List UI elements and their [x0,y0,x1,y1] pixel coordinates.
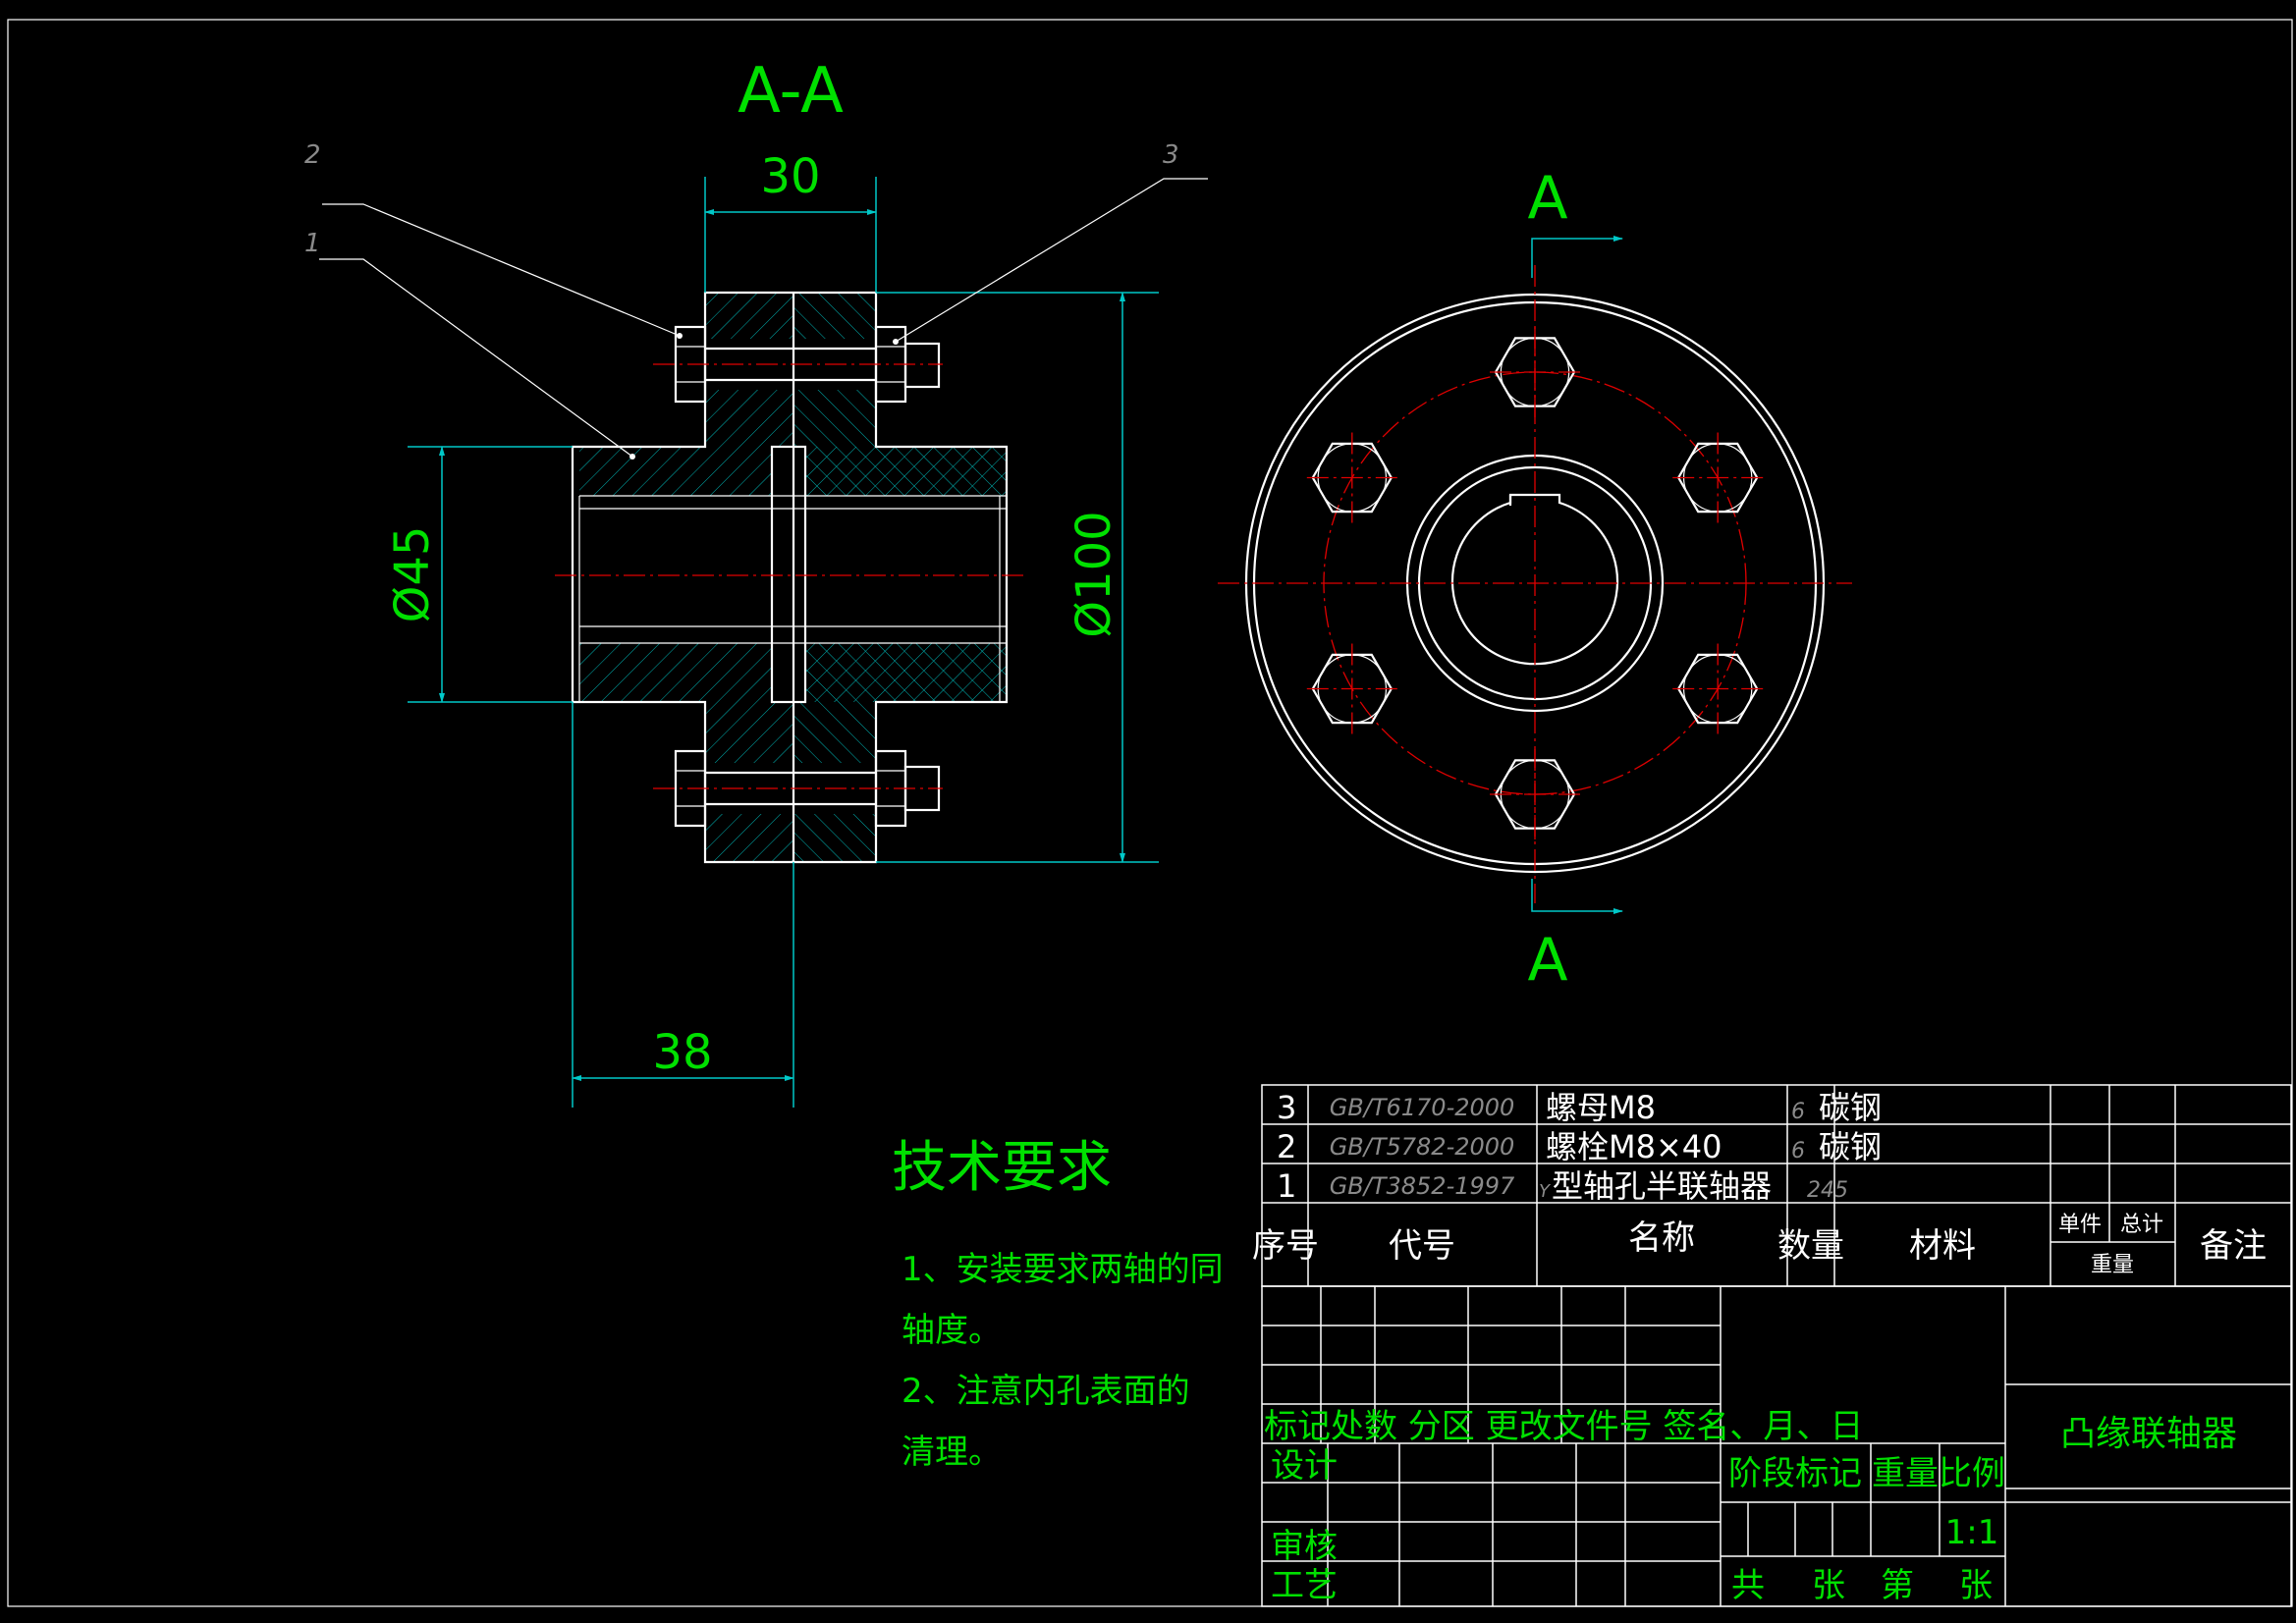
bolt-top [653,325,943,404]
bom-row3-material: 碳钢 [1819,1089,1882,1126]
bom-header-code: 代号 [1389,1226,1455,1266]
title-block: 标记处数 分区 更改文件号 签名、月、日 设计 审核 工艺 阶段标记 重量 比例… [1261,1285,2292,1607]
bom-row1-no: 1 [1277,1167,1296,1205]
bom-row1-material: 45 [1821,1178,1848,1203]
bom-row3-no: 3 [1277,1089,1296,1126]
dim-outer: Ø100 [876,292,1159,863]
section-view: 30 38 Ø45 Ø100 1 2 3 A-A [304,55,1208,1108]
balloon-3: 3 [1163,140,1179,170]
cut-label-top: A [1527,164,1567,233]
tech-item-2b: 清理。 [902,1433,1002,1472]
bom-table: 3 GB/T6170-2000 螺母M8 6 碳钢 2 GB/T5782-200… [1252,1084,2292,1287]
bolt-head-hex [1490,327,1580,417]
part-name: 凸缘联轴器 [2060,1414,2237,1454]
sheet-index-suffix: 张 [1959,1566,1993,1605]
bom-row2-material: 碳钢 [1819,1128,1882,1165]
bom-row3-name: 螺母M8 [1546,1089,1656,1126]
tech-item-2: 2、注意内孔表面的 [902,1372,1190,1411]
bom-row3-code: GB/T6170-2000 [1330,1094,1515,1121]
tech-item-1b: 轴度。 [902,1311,1002,1350]
bom-header-total: 总计 [2120,1213,2163,1237]
bolt-bottom [653,749,943,828]
bolt-head-hex [1672,432,1764,523]
bom-row1-code: GB/T3852-1997 [1330,1172,1515,1200]
bom-row2-code: GB/T5782-2000 [1330,1133,1515,1161]
bom-row3-qty: 6 [1791,1100,1805,1124]
dim-width-bottom-label: 38 [652,1025,712,1080]
right-hub-section [793,293,1007,496]
dim-width-top-label: 30 [760,149,820,204]
label-scale: 比例 [1939,1454,2005,1493]
dim-bore: Ø45 [385,446,573,703]
bom-header-unit: 单件 [2058,1213,2102,1237]
drawing-border [7,19,2293,1607]
label-design: 设计 [1271,1446,1338,1486]
section-title: A-A [738,55,844,128]
bom-header-material: 材料 [1909,1226,1976,1266]
sheet-total-prefix: 共 [1731,1566,1765,1605]
bolt-holes [1306,327,1764,839]
label-stage-mark: 阶段标记 [1728,1454,1862,1493]
bom-row1-name-prefix: Y [1539,1181,1552,1202]
tech-item-1: 1、安装要求两轴的同 [902,1250,1224,1289]
dim-bore-label: Ø45 [385,526,440,623]
label-check: 审核 [1271,1527,1338,1566]
scale-value: 1:1 [1945,1513,1999,1552]
cut-label-bottom: A [1527,926,1567,995]
label-weight: 重量 [1872,1454,1939,1493]
front-view: A A [1218,164,1852,995]
balloon-1: 1 [304,229,321,258]
bom-row2-no: 2 [1277,1128,1296,1165]
bom-row2-qty: 6 [1791,1139,1805,1163]
bom-header-weight: 重量 [2091,1253,2134,1277]
tech-heading: 技术要求 [892,1136,1112,1200]
bom-row1-qty: 2 [1807,1178,1821,1203]
bom-header-no: 序号 [1252,1226,1319,1266]
bom-header-name: 名称 [1628,1218,1695,1258]
bolt-head-hex [1306,432,1397,523]
bolt-head-hex [1306,643,1397,734]
bom-row2-name: 螺栓M8×40 [1546,1128,1722,1165]
balloon-2: 2 [304,140,321,170]
tech-requirements: 技术要求 1、安装要求两轴的同 轴度。 2、注意内孔表面的 清理。 [892,1136,1224,1472]
sheet-total-suffix: 张 [1812,1566,1845,1605]
sheet-index-prefix: 第 [1881,1566,1914,1605]
revision-header: 标记处数 分区 更改文件号 签名、月、日 [1264,1407,1863,1446]
dim-30: 30 [704,149,877,293]
dim-38: 38 [572,702,794,1108]
bolt-head-hex [1672,643,1764,734]
bom-header-qty: 数量 [1777,1226,1844,1266]
dim-outer-label: Ø100 [1066,511,1121,637]
bolt-head-hex [1490,749,1580,839]
bom-row1-name: 型轴孔半联轴器 [1552,1167,1772,1205]
label-process: 工艺 [1271,1566,1338,1605]
bom-header-remark: 备注 [2200,1226,2267,1266]
